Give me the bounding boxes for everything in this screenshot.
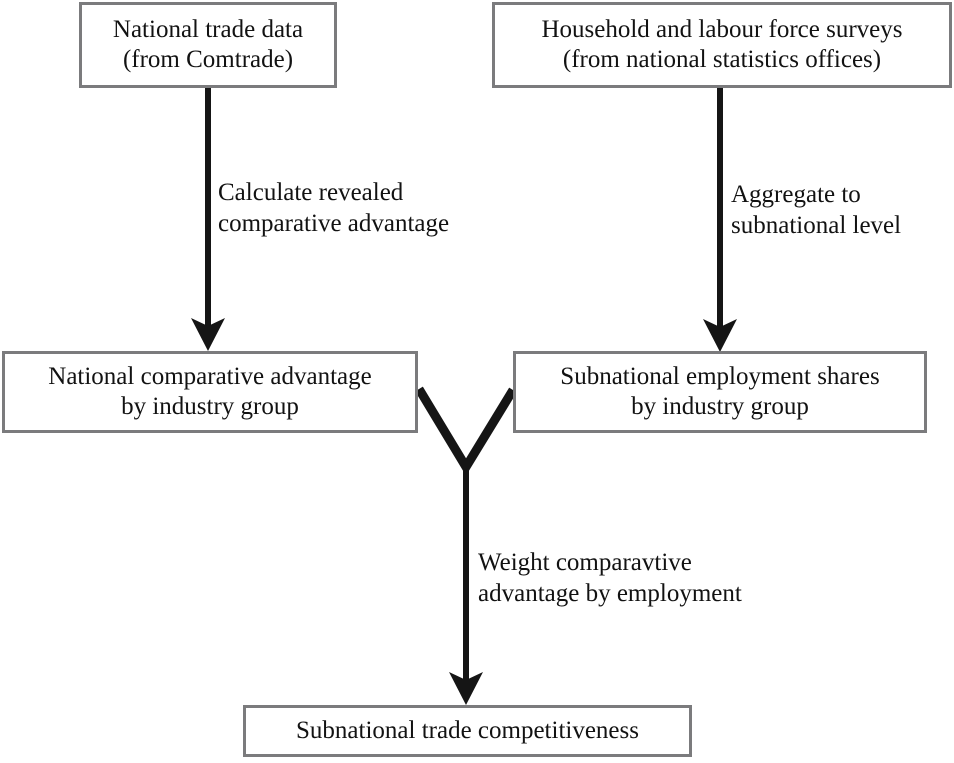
node-subnational-employment-shares[interactable]: Subnational employment shares by industr… — [513, 351, 927, 433]
node-label: National trade data (from Comtrade) — [112, 15, 304, 74]
arrow-aggregate-subnational — [703, 88, 737, 352]
node-label: Household and labour force surveys (from… — [541, 15, 903, 74]
node-household-labour-surveys[interactable]: Household and labour force surveys (from… — [492, 2, 952, 88]
node-national-trade-data[interactable]: National trade data (from Comtrade) — [79, 2, 337, 88]
node-label: National comparative advantage by indust… — [48, 362, 372, 421]
arrow-calculate-rca — [191, 88, 225, 351]
edge-label-calculate-rca: Calculate revealed comparative advantage — [218, 179, 450, 237]
arrow-weight-advantage — [415, 386, 517, 705]
edge-label-aggregate-subnational: Aggregate to subnational level — [731, 181, 902, 239]
node-label: Subnational employment shares by industr… — [560, 362, 880, 421]
edge-label-weight-advantage: Weight comparavtive advantage by employm… — [478, 549, 742, 607]
node-national-comparative-advantage[interactable]: National comparative advantage by indust… — [2, 351, 418, 433]
node-label: Subnational trade competitiveness — [296, 716, 639, 744]
node-subnational-trade-competitiveness[interactable]: Subnational trade competitiveness — [243, 705, 692, 757]
